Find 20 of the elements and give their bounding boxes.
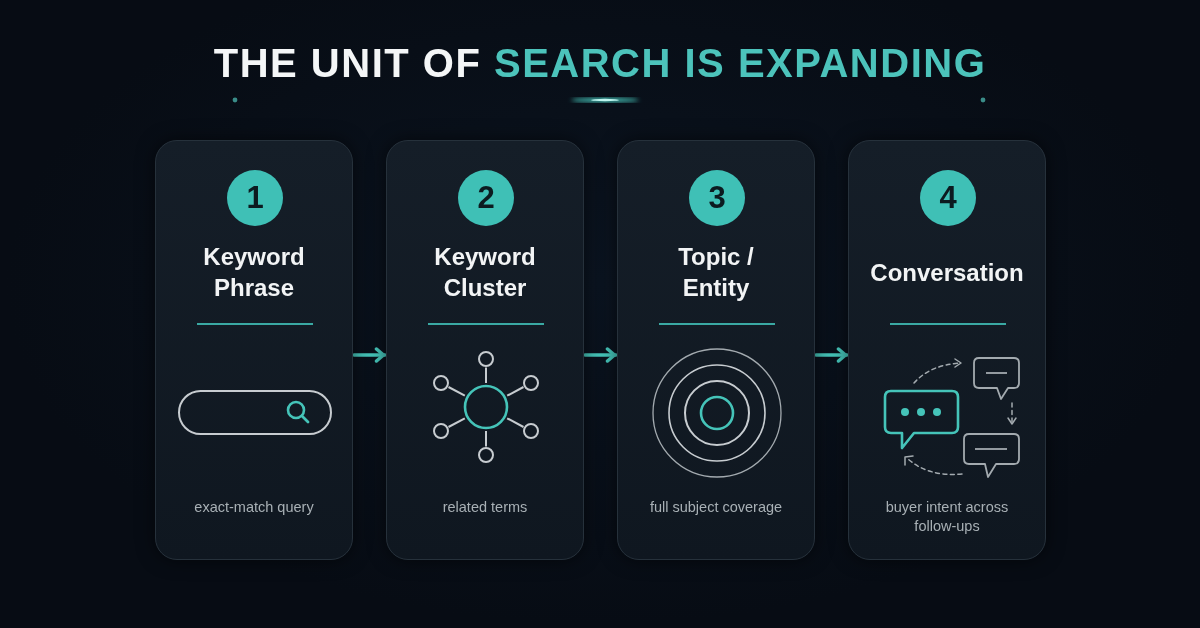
arrow bbox=[352, 347, 387, 363]
step-description: buyer intent across follow-ups bbox=[884, 498, 1010, 536]
step-card bbox=[386, 140, 584, 560]
step-title: Keyword Cluster bbox=[433, 242, 537, 303]
step-card bbox=[155, 140, 353, 560]
number-badge: 2 bbox=[458, 170, 514, 226]
step-description: related terms bbox=[442, 498, 528, 517]
step-description: exact-match query bbox=[194, 498, 314, 517]
number-badge: 4 bbox=[920, 170, 976, 226]
step-title: Conversation bbox=[870, 257, 1024, 288]
step-card bbox=[617, 140, 815, 560]
number-badge: 3 bbox=[689, 170, 745, 226]
step-title: Keyword Phrase bbox=[202, 242, 306, 303]
step-card bbox=[848, 140, 1046, 560]
number-badge: 1 bbox=[227, 170, 283, 226]
step-title: Topic / Entity bbox=[677, 242, 755, 303]
step-description: full subject coverage bbox=[649, 498, 783, 517]
arrow bbox=[583, 347, 618, 363]
arrow bbox=[814, 347, 849, 363]
title: THE UNIT OF SEARCH IS EXPANDING bbox=[213, 40, 987, 87]
